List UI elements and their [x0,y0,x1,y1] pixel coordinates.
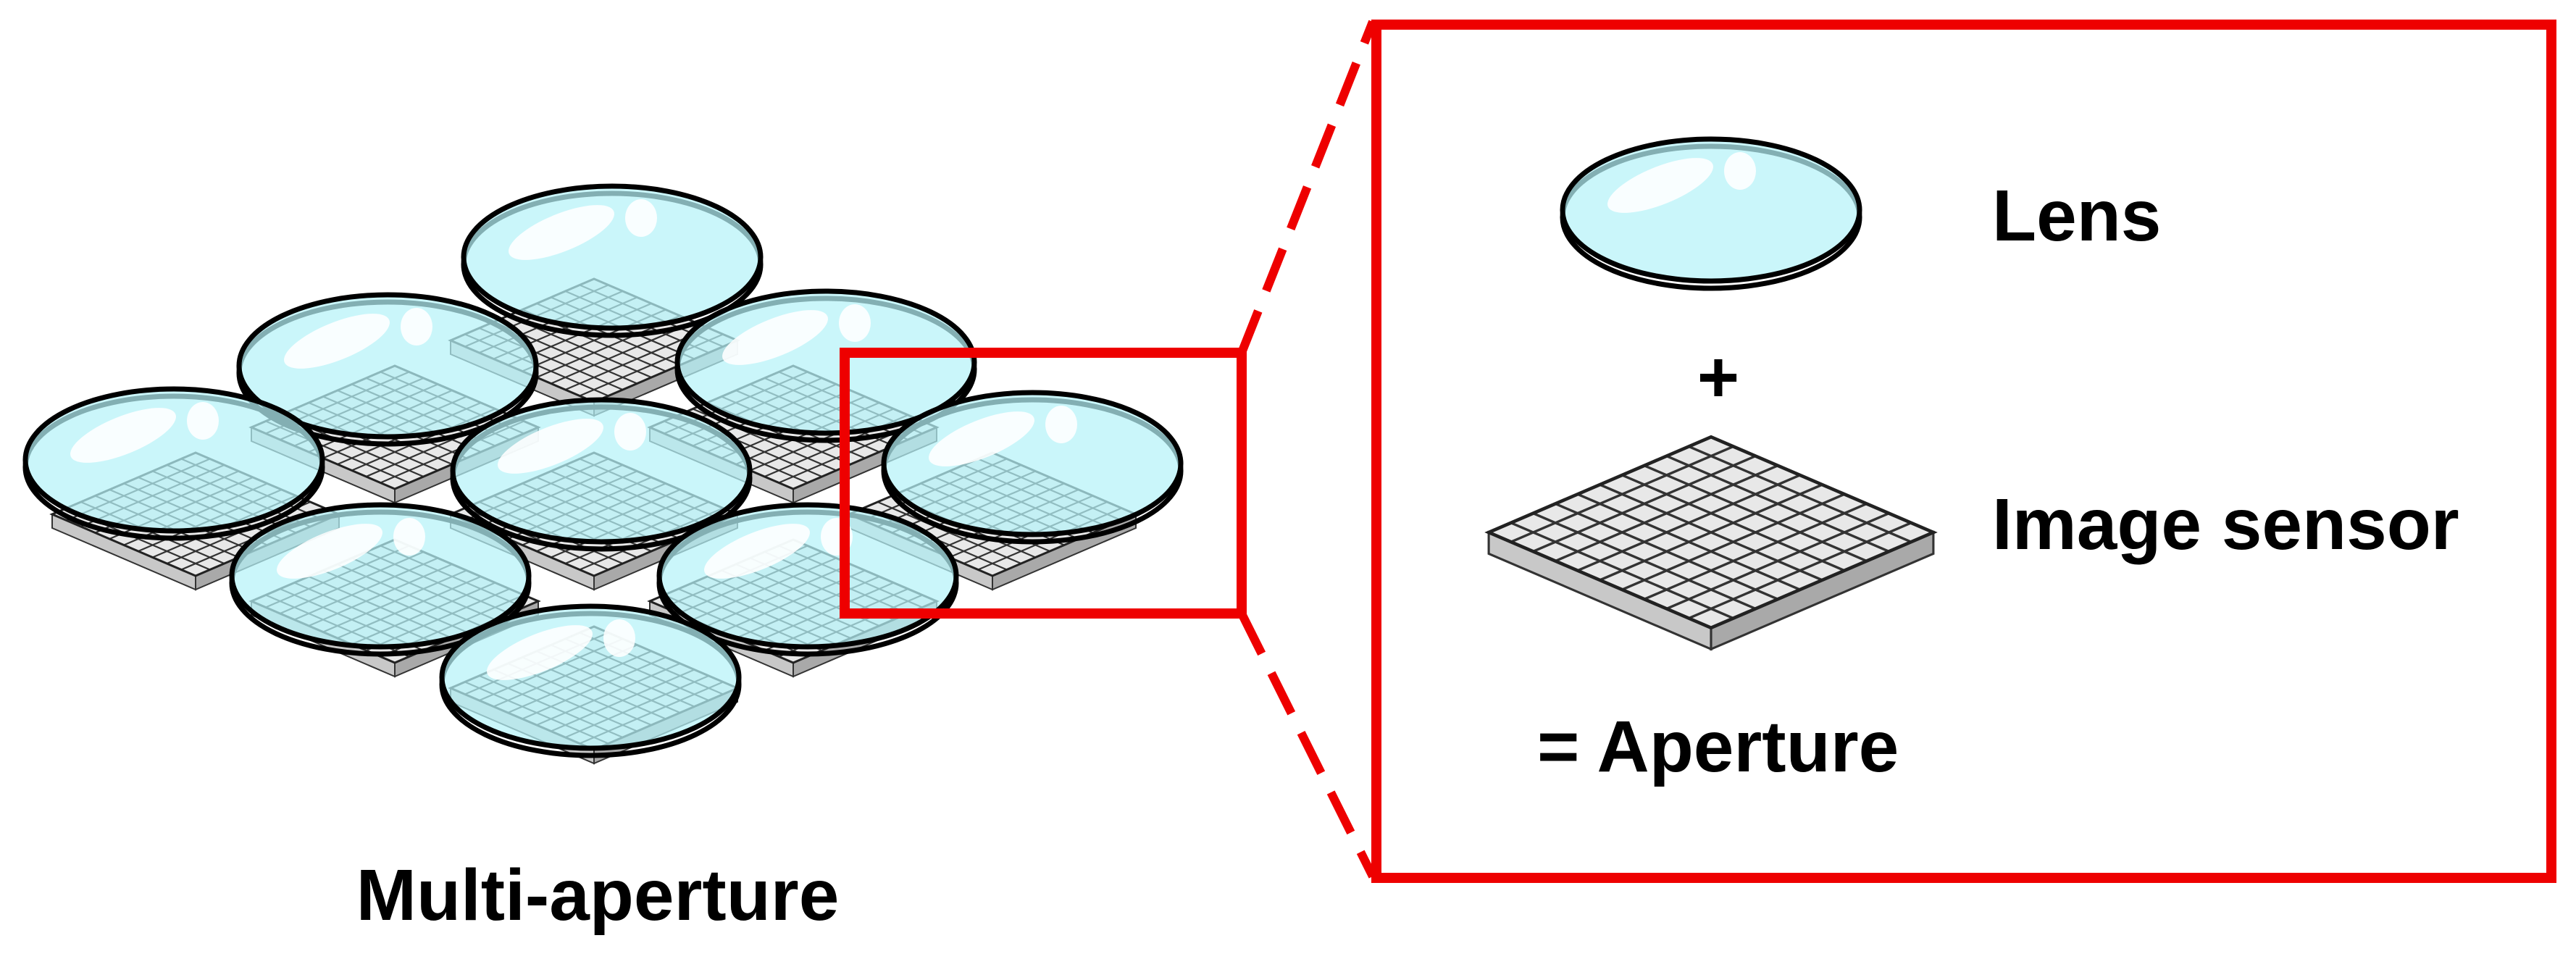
highlight-frame [840,348,1247,619]
legend-panel [1371,20,2556,883]
zoom-line-bottom [1237,611,1377,879]
zoom-line-top [1237,20,1377,355]
legend-lens-label: Lens [1992,175,2161,256]
legend-lens-icon [1563,139,1860,288]
lens-disc [884,393,1181,542]
lens-disc [25,389,322,538]
diagram-caption: Multi-aperture [356,855,840,936]
legend-plus-sign: + [1697,337,1739,418]
legend-result-label: = Aperture [1537,706,1899,787]
lens-disc [442,606,739,755]
aperture-array [25,186,1181,765]
legend-sensor-label: Image sensor [1992,484,2459,565]
